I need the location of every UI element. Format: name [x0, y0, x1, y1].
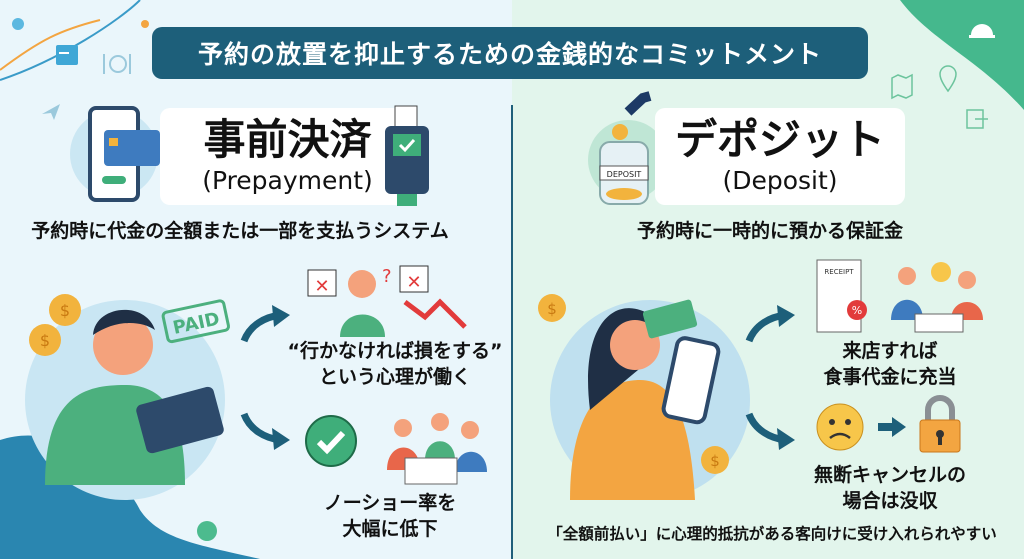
psychology-effect-line2: という心理が働く [318, 366, 471, 388]
prepayment-title: 事前決済 [203, 115, 372, 164]
exit-icon [966, 109, 988, 129]
svg-text:✕: ✕ [406, 272, 421, 293]
map-icon [891, 73, 913, 100]
prepayment-title-en: (Prepayment) [202, 166, 373, 195]
arrow-down-icon [745, 412, 795, 450]
cutlery-icon [103, 54, 131, 74]
airplane-icon [42, 104, 60, 120]
deposit-title-card: デポジット (Deposit) [655, 108, 905, 205]
prepayment-title-card: 事前決済 (Prepayment) [160, 108, 415, 205]
applied-to-bill-text: 来店すれば 食事代金に充当 [800, 338, 980, 390]
receipt-diners-illustration: RECEIPT % [816, 259, 983, 333]
arrow-down-icon [240, 412, 290, 450]
svg-text:$: $ [40, 331, 50, 350]
svg-text:%: % [852, 304, 862, 317]
noshow-reduction-line1: ノーショー率を [323, 492, 457, 514]
applied-to-bill-line2: 食事代金に充当 [823, 366, 957, 388]
deposit-title: デポジット [674, 115, 885, 164]
check-circle-icon [305, 415, 357, 467]
arrow-up-icon [240, 305, 290, 343]
psychology-effect-line1: “行かなければ損をする” [287, 340, 503, 362]
arrow-right-icon [878, 417, 906, 437]
jar-label: DEPOSIT [607, 170, 642, 179]
sad-face-icon [816, 403, 864, 451]
phone-card-illustration [70, 106, 160, 202]
card-terminal-icon [385, 105, 429, 206]
man-paying-tablet-illustration: $ $ [25, 294, 225, 500]
diners-illustration [387, 413, 487, 485]
paid-stamp-text: PAID [171, 309, 221, 339]
deposit-description: 予約時に一時的に預かる保証金 [636, 220, 903, 242]
location-pin-icon [939, 65, 957, 93]
svg-text:$: $ [547, 300, 557, 318]
svg-text:$: $ [710, 452, 720, 470]
svg-text:✕: ✕ [314, 276, 329, 297]
forfeit-text: 無断キャンセルの 場合は没収 [795, 462, 985, 514]
deposit-jar-illustration: DEPOSIT [588, 91, 668, 205]
section-divider [511, 105, 513, 559]
paid-stamp: PAID [161, 299, 231, 344]
forfeit-line2: 場合は没収 [842, 490, 938, 512]
receipt-label: RECEIPT [824, 268, 854, 276]
svg-text:?: ? [382, 266, 392, 287]
svg-text:$: $ [60, 301, 70, 320]
noshow-reduction-line2: 大幅に低下 [342, 518, 438, 540]
browser-icon [56, 45, 78, 65]
woman-phone-deposit-illustration: $ $ [538, 294, 750, 500]
psychology-effect-text: “行かなければ損をする” という心理が働く [280, 338, 510, 390]
page-title: 予約の放置を抑止するための金銭的なコミットメント [152, 27, 868, 79]
forfeit-line1: 無断キャンセルの [813, 464, 966, 486]
arrow-up-icon [745, 305, 795, 343]
prepayment-description: 予約時に代金の全額または一部を支払うシステム [31, 220, 449, 242]
worried-man-calendar-illustration: ✕ ? ✕ [307, 265, 467, 337]
deposit-note: 「全額前払い」に心理的抵抗がある客向けに受け入れられやすい [547, 525, 997, 543]
padlock-icon [919, 395, 961, 453]
noshow-reduction-text: ノーショー率を 大幅に低下 [300, 490, 480, 542]
applied-to-bill-line1: 来店すれば [842, 340, 938, 362]
deposit-title-en: (Deposit) [722, 166, 838, 195]
service-bell-icon [969, 24, 995, 38]
